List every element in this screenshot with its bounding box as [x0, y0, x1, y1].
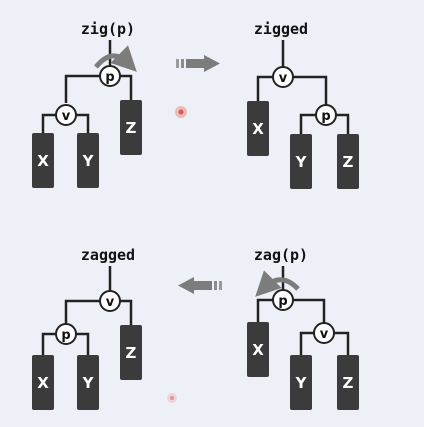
- subtree-x-label: X: [37, 374, 49, 392]
- subtree-z-label: Z: [126, 344, 137, 362]
- zag-panel: zag(p) X Y Z p v: [247, 246, 359, 410]
- node-v-label: v: [279, 71, 288, 86]
- subtree-x-label: X: [252, 120, 264, 138]
- zagged-node-v: v: [99, 290, 121, 312]
- zigged-subtree-x: X: [247, 101, 269, 156]
- zag-node-p: p: [272, 289, 294, 311]
- zagged-subtree-y: Y: [77, 355, 99, 410]
- zagged-subtree-z: Z: [120, 325, 142, 380]
- zag-label: zag(p): [254, 246, 308, 264]
- subtree-x-label: X: [37, 152, 49, 170]
- cursor-marker-icon: [167, 393, 177, 403]
- node-p-label: p: [321, 109, 330, 124]
- zagged-edges: [41, 266, 133, 356]
- zigged-label: zigged: [254, 20, 308, 38]
- zag-subtree-x: X: [247, 322, 269, 377]
- node-v-label: v: [62, 109, 71, 124]
- zigged-subtree-y: Y: [290, 134, 312, 189]
- subtree-y-label: Y: [82, 374, 95, 392]
- subtree-z-label: Z: [126, 119, 137, 137]
- subtree-z-label: Z: [343, 374, 354, 392]
- subtree-y-label: Y: [82, 152, 95, 170]
- zagged-subtree-x: X: [32, 355, 54, 410]
- zag-subtree-y: Y: [290, 355, 312, 410]
- zig-subtree-z: Z: [120, 100, 142, 155]
- arrow-left-icon: [178, 277, 222, 294]
- subtree-x-label: X: [252, 341, 264, 359]
- zigged-panel: zigged X Y Z v p: [247, 20, 359, 189]
- zigged-node-p: p: [315, 104, 337, 126]
- rotation-arrow-icon: [255, 270, 300, 297]
- zag-subtree-z: Z: [337, 355, 359, 410]
- zagged-panel: zagged X Y Z p v: [32, 246, 142, 410]
- zag-node-v: v: [313, 322, 335, 344]
- zigged-node-v: v: [272, 66, 294, 88]
- zig-panel: zig(p) X Y Z v p: [32, 20, 142, 188]
- subtree-z-label: Z: [343, 153, 354, 171]
- node-v-label: v: [320, 327, 329, 342]
- node-p-label: p: [61, 328, 70, 343]
- subtree-y-label: Y: [295, 153, 308, 171]
- zig-node-p: p: [99, 65, 121, 87]
- arrow-right-icon: [176, 55, 220, 72]
- zig-node-v: v: [55, 104, 77, 126]
- zagged-label: zagged: [81, 246, 135, 264]
- node-p-label: p: [278, 294, 287, 309]
- zig-subtree-y: Y: [77, 133, 99, 188]
- node-p-label: p: [105, 70, 114, 85]
- cursor-marker-icon: [175, 106, 187, 118]
- node-v-label: v: [106, 295, 115, 310]
- zigged-subtree-z: Z: [337, 134, 359, 189]
- subtree-y-label: Y: [295, 374, 308, 392]
- zagged-node-p: p: [55, 323, 77, 345]
- zig-label: zig(p): [81, 20, 135, 38]
- rotation-arrow-icon: [94, 45, 137, 72]
- zig-subtree-x: X: [32, 133, 54, 188]
